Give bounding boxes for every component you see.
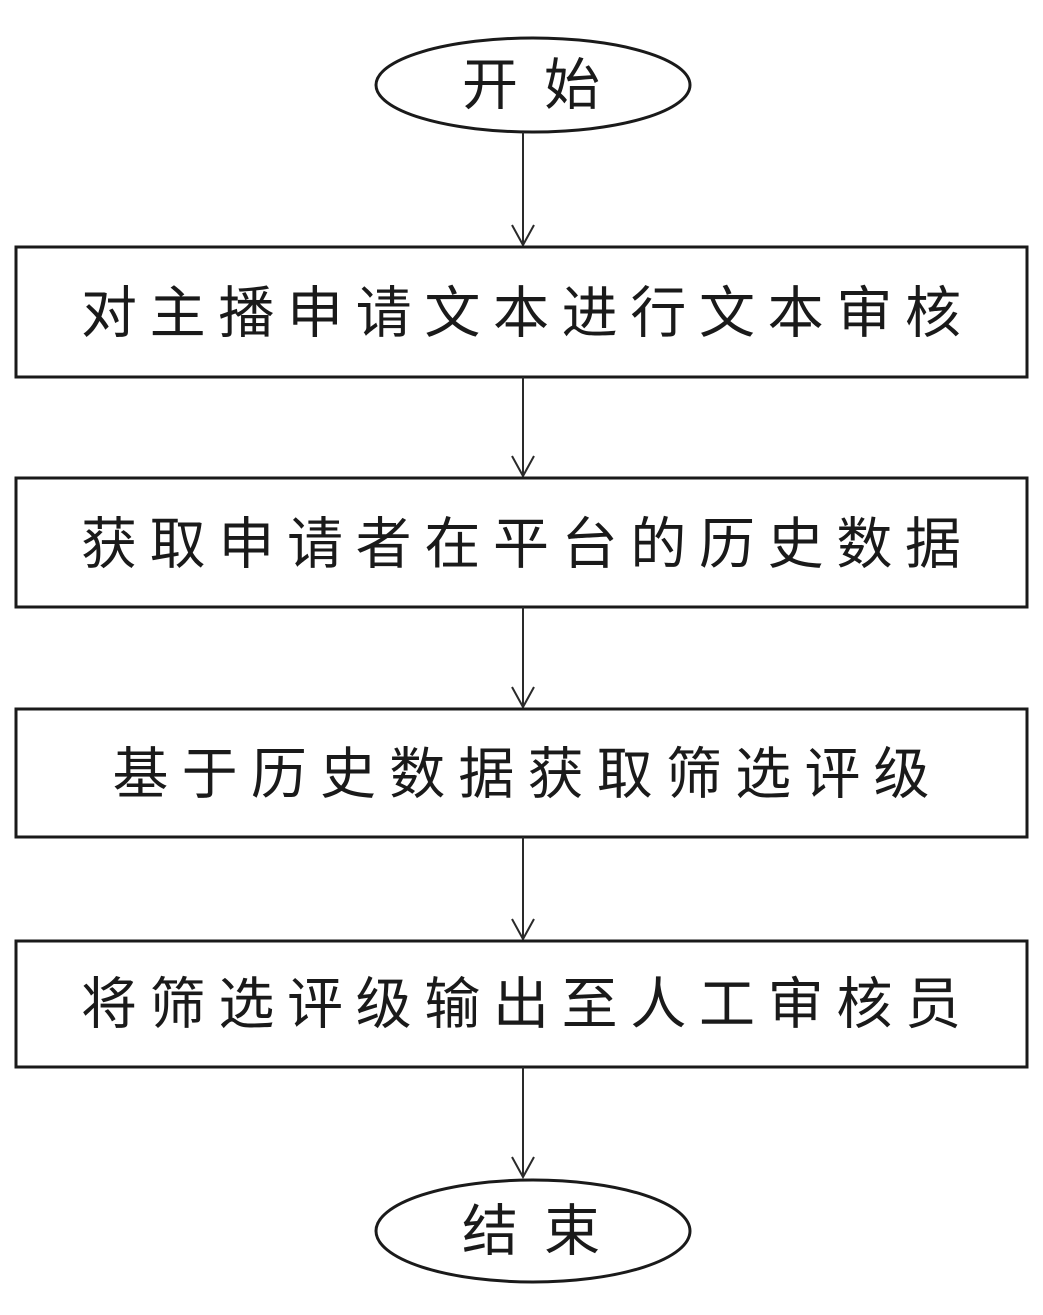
step-1-label: 对主播申请文本进行文本审核 xyxy=(81,282,961,347)
end-ellipse xyxy=(374,1178,692,1284)
arrow-step2-to-step3 xyxy=(511,607,535,710)
arrowhead-icon xyxy=(511,1156,535,1180)
start-node: 开始 xyxy=(374,36,692,134)
arrowhead-icon xyxy=(511,455,535,479)
step-3-box xyxy=(14,707,1029,839)
step-4-box xyxy=(14,939,1029,1069)
arrow-step1-to-step2 xyxy=(511,377,535,479)
step-2-label: 获取申请者在平台的历史数据 xyxy=(81,513,961,578)
arrowhead-icon xyxy=(511,918,535,942)
step-3-node: 基于历史数据获取筛选评级 xyxy=(14,707,1029,839)
step-4-label: 将筛选评级输出至人工审核员 xyxy=(81,973,961,1038)
arrow-step4-to-end xyxy=(511,1067,535,1180)
start-ellipse xyxy=(374,36,692,134)
step-2-box xyxy=(14,476,1029,609)
arrow-step3-to-step4 xyxy=(511,837,535,942)
arrowhead-icon xyxy=(511,224,535,248)
step-1-box xyxy=(14,245,1029,379)
step-1-node: 对主播申请文本进行文本审核 xyxy=(14,245,1029,379)
step-4-node: 将筛选评级输出至人工审核员 xyxy=(14,939,1029,1069)
arrowhead-icon xyxy=(511,686,535,710)
end-node: 结束 xyxy=(374,1178,692,1284)
arrow-start-to-step1 xyxy=(511,132,535,248)
step-2-node: 获取申请者在平台的历史数据 xyxy=(14,476,1029,609)
